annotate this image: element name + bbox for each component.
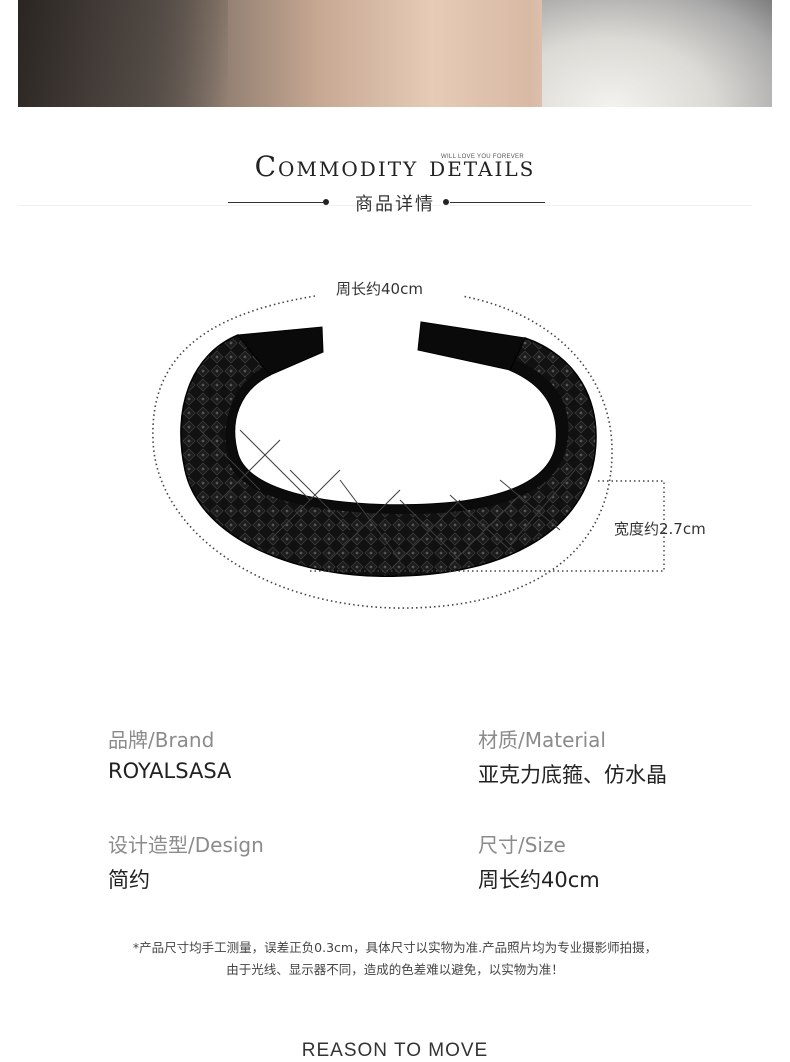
width-dimension [310, 480, 665, 572]
photo-collar-region [542, 0, 772, 107]
headband-tip-right [417, 321, 526, 371]
spec-design: 设计造型/Design 简约 [108, 829, 264, 894]
next-section-title: REASON TO MOVE [301, 1040, 489, 1061]
disclaimer-line-2: 由于光线、显示器不同，造成的色差难以避免，以实物为准！ [226, 962, 564, 977]
width-label: 宽度约2.7cm [614, 520, 706, 538]
section-title-tagline: WILL LOVE YOU FOREVER [441, 154, 524, 160]
model-photo [18, 0, 772, 107]
spec-design-value: 简约 [108, 868, 150, 892]
headband-lining [225, 360, 569, 515]
headband-lattice [199, 429, 576, 571]
section-title-english: Commodity details [254, 150, 536, 183]
headband-diagram [152, 295, 665, 609]
section-divider [18, 205, 752, 206]
spec-size-label: 尺寸/Size [478, 833, 566, 857]
title-dot-left [323, 199, 329, 205]
spec-material-value: 亚克力底箍、仿水晶 [478, 763, 667, 787]
spec-brand: 品牌/Brand ROYALSASA [108, 724, 231, 783]
spec-material-label: 材质/Material [478, 728, 606, 752]
headband-tip-left [237, 326, 324, 376]
spec-brand-label: 品牌/Brand [108, 728, 215, 752]
title-rule-left [228, 202, 323, 203]
circumference-label: 周长约40cm [336, 280, 423, 298]
photo-hair-region [18, 0, 228, 107]
title-rule-right [450, 202, 545, 203]
spec-design-label: 设计造型/Design [108, 833, 264, 857]
title-dot-right [443, 199, 449, 205]
section-title-chinese: 商品详情 [355, 194, 435, 215]
spec-size: 尺寸/Size 周长约40cm [478, 829, 600, 894]
circumference-outline [152, 295, 613, 609]
disclaimer-line-1: *产品尺寸均手工测量，误差正负0.3cm，具体尺寸以实物为准.产品照片均为专业摄… [132, 940, 658, 955]
spec-brand-value: ROYALSASA [108, 759, 232, 783]
spec-size-value: 周长约40cm [478, 868, 600, 892]
spec-material: 材质/Material 亚克力底箍、仿水晶 [478, 724, 667, 789]
headband-band [180, 334, 597, 578]
